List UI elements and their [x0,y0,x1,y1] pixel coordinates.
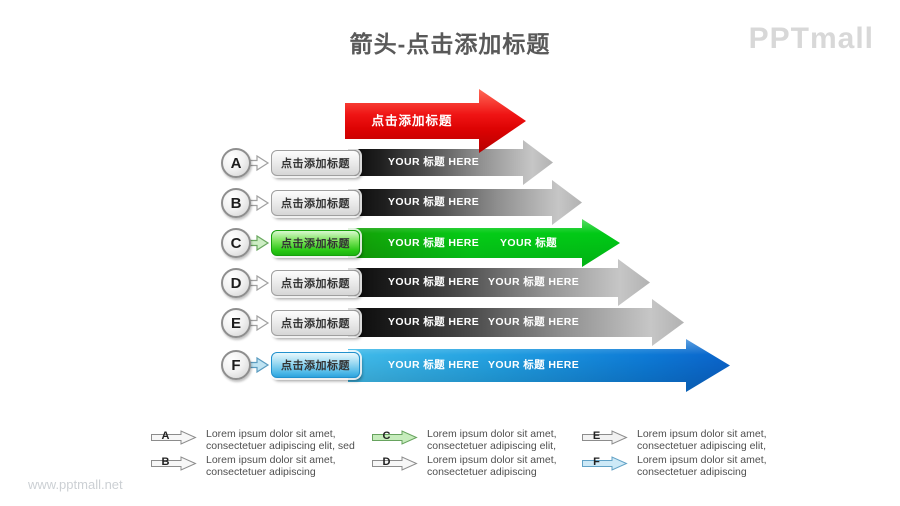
step-letter: A [230,154,242,172]
legend-letter: B [161,456,170,468]
step-circle-a: A [221,148,251,178]
step-letter: F [231,356,241,374]
add-title-button-e[interactable]: 点击添加标题 [271,310,360,336]
legend-item-a: A Lorem ipsum dolor sit amet, consectetu… [150,428,356,452]
legend-item-c: C Lorem ipsum dolor sit amet, consectetu… [371,428,577,452]
legend-arrow-icon: E [581,429,628,446]
page-title: 箭头-点击添加标题 [349,31,551,57]
step-letter: B [230,194,242,212]
arrow-bar-b: YOUR 标题 HERE [348,180,582,225]
legend-text: Lorem ipsum dolor sit amet, consectetuer… [206,428,355,452]
bar-text: YOUR 标题 HERE [488,276,580,288]
legend-arrow-icon: A [150,429,197,446]
bar-text: YOUR 标题 HERE [488,316,580,328]
legend-arrow-icon: F [581,455,628,472]
legend-text: Lorem ipsum dolor sit amet, consectetuer… [637,454,767,478]
legend-text: Lorem ipsum dolor sit amet, consectetuer… [206,454,336,478]
legend-item-e: E Lorem ipsum dolor sit amet, consectetu… [581,428,787,452]
step-circle-b: B [221,188,251,218]
arrow-bar-d: YOUR 标题 HERE YOUR 标题 HERE [348,259,650,306]
pptmall-logo: PPTmall [748,22,874,55]
step-circle-f: F [221,350,251,380]
bar-text: YOUR 标题 HERE [388,156,480,168]
step-circle-c: C [221,228,251,258]
step-letter: D [230,274,242,292]
legend-item-f: F Lorem ipsum dolor sit amet, consectetu… [581,454,787,478]
step-letter: C [230,234,242,252]
legend-item-d: D Lorem ipsum dolor sit amet, consectetu… [371,454,577,478]
red-arrow-label: 点击添加标题 [371,114,453,128]
legend-letter: C [382,430,391,442]
add-title-button-f[interactable]: 点击添加标题 [271,352,360,378]
arrow-bar-f: YOUR 标题 HERE YOUR 标题 HERE [348,339,730,392]
step-circle-d: D [221,268,251,298]
add-title-button-b[interactable]: 点击添加标题 [271,190,360,216]
add-title-button-c[interactable]: 点击添加标题 [271,230,360,256]
legend-item-b: B Lorem ipsum dolor sit amet, consectetu… [150,454,356,478]
legend-letter: D [382,456,391,468]
bar-text: YOUR 标题 HERE [388,316,480,328]
legend-letter: E [592,430,601,442]
bar-text: YOUR 标题 HERE [388,237,480,249]
arrow-bar-c: YOUR 标题 HERE YOUR 标题 [348,219,620,267]
legend-letter: A [161,430,170,442]
step-letter: E [230,314,241,332]
legend-text: Lorem ipsum dolor sit amet, consectetuer… [637,428,767,452]
legend-arrow-icon: D [371,455,418,472]
bar-text: YOUR 标题 [500,237,558,249]
bar-text: YOUR 标题 HERE [388,196,480,208]
legend-arrow-icon: C [371,429,418,446]
arrow-bar-a: YOUR 标题 HERE [348,140,553,185]
legend-letter: F [593,456,600,468]
add-title-button-d[interactable]: 点击添加标题 [271,270,360,296]
legend-text: Lorem ipsum dolor sit amet, consectetuer… [427,454,557,478]
bar-text: YOUR 标题 HERE [488,359,580,371]
legend-arrow-icon: B [150,455,197,472]
bar-text: YOUR 标题 HERE [388,359,480,371]
legend-text: Lorem ipsum dolor sit amet, consectetuer… [427,428,557,452]
bar-text: YOUR 标题 HERE [388,276,480,288]
watermark: www.pptmall.net [28,477,123,492]
red-arrow[interactable]: 点击添加标题 [345,89,526,153]
step-circle-e: E [221,308,251,338]
add-title-button-a[interactable]: 点击添加标题 [271,150,360,176]
arrow-bar-e: YOUR 标题 HERE YOUR 标题 HERE [348,299,684,346]
